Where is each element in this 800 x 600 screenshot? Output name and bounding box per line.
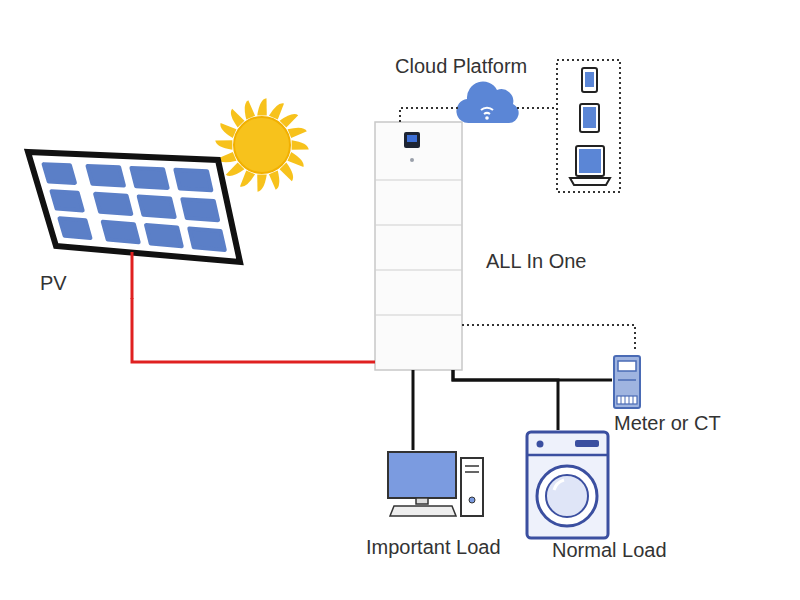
wire-connector <box>132 298 375 362</box>
node-label: PV <box>40 272 67 295</box>
all-in-one-cabinet <box>375 122 462 370</box>
pv-cell <box>182 199 218 220</box>
sun-ray <box>292 140 309 150</box>
sun-ray <box>215 140 232 150</box>
node-label: Meter or CT <box>614 412 721 435</box>
device-node: PV <box>25 150 245 298</box>
device-node: Meter or CT <box>612 352 642 410</box>
device-node: Normal Load <box>525 430 610 540</box>
device-node: ALL In One <box>375 122 462 370</box>
pv-cell <box>88 166 124 186</box>
meter-icon <box>614 356 640 408</box>
cloud-device-leader <box>517 107 556 109</box>
pv-panel <box>28 152 240 262</box>
pv-cell <box>139 196 175 217</box>
pv-cell <box>103 222 139 243</box>
pv-cell <box>44 164 75 183</box>
sun-ray <box>269 103 284 119</box>
pv-cells <box>44 164 225 250</box>
sun-ray <box>240 171 255 187</box>
wire-connector <box>400 108 458 122</box>
pv-cell <box>175 170 211 190</box>
sun-icon <box>215 98 308 191</box>
sun-ray <box>257 98 267 115</box>
sun-ray <box>245 100 255 119</box>
computer-icon <box>388 452 483 516</box>
pv-cell <box>189 228 224 250</box>
wire-connector <box>462 325 635 352</box>
node-label: Normal Load <box>552 539 667 562</box>
sun-ray <box>288 128 307 138</box>
sun-ray <box>257 175 267 192</box>
pv-cell <box>52 191 83 210</box>
device-node: Important Load <box>385 450 485 520</box>
device-node: Cloud Platform <box>458 85 516 125</box>
sun-ray <box>269 171 279 190</box>
sun-ray <box>220 123 236 138</box>
pv-lead <box>131 252 134 299</box>
node-label: ALL In One <box>486 250 586 273</box>
pv-cell <box>59 218 90 238</box>
device-group <box>557 60 620 192</box>
sun-ray <box>288 152 304 167</box>
wire-connector <box>412 370 415 450</box>
cloud-icon <box>456 82 518 123</box>
node-label: Cloud Platform <box>395 55 527 78</box>
sun-disc <box>234 117 290 173</box>
pv-cell <box>95 194 131 214</box>
pv-cell <box>131 168 167 188</box>
pv-cell <box>146 225 182 246</box>
washing-machine-icon <box>527 432 608 538</box>
node-label: Important Load <box>366 536 501 559</box>
wire-connector <box>453 370 558 430</box>
